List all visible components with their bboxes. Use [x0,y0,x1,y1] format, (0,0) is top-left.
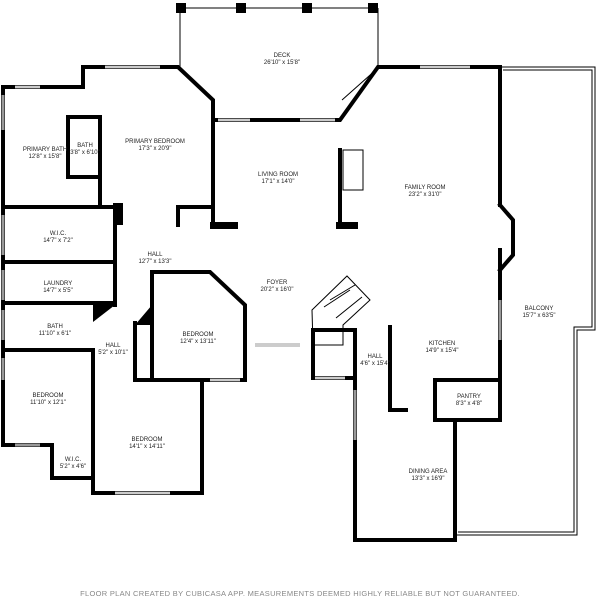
room-name-primary-bedroom: PRIMARY BEDROOM [125,139,185,145]
room-dims-balcony: 15'7" x 63'5" [523,313,556,319]
room-dims-pantry: 8'3" x 4'8" [456,401,482,407]
room-name-balcony: BALCONY [525,306,554,312]
room-name-pantry: PANTRY [457,394,481,400]
room-dims-hall-2: 5'2" x 10'1" [98,350,128,356]
room-name-primary-bath: PRIMARY BATH [23,147,67,153]
room-name-hall: HALL [147,252,163,258]
room-dims-deck: 26'10" x 15'8" [264,60,300,66]
room-name-living-room: LIVING ROOM [258,172,298,178]
room-name-bath-2: BATH [47,324,63,330]
room-dims-primary-bath: 12'8" x 15'8" [29,154,62,160]
room-dims-foyer: 20'2" x 16'0" [261,287,294,293]
room-name-bedroom-2: BEDROOM [32,393,63,399]
staircase [311,275,371,346]
room-dims-living-room: 17'1" x 14'0" [262,179,295,185]
room-dims-wic: 14'7" x 7'2" [43,238,73,244]
room-dims-primary-bedroom: 17'3" x 20'9" [139,146,172,152]
room-name-hall-2: HALL [105,343,121,349]
deck-outline [176,3,379,101]
room-name-dining-area: DINING AREA [409,469,448,475]
balcony-outline [455,66,596,536]
disclaimer-footer: FLOOR PLAN CREATED BY CUBICASA APP. MEAS… [80,589,520,598]
bay-window [497,202,515,273]
room-name-bath: BATH [77,143,93,149]
room-name-wic-2: W.I.C. [65,457,82,463]
room-name-foyer: FOYER [267,280,288,286]
room-dims-bedroom-2: 11'10" x 12'1" [30,400,66,406]
room-name-hall-3: HALL [367,354,383,360]
room-name-family-room: FAMILY ROOM [404,185,445,191]
room-dims-kitchen: 14'9" x 15'4" [426,348,459,354]
room-name-deck: DECK [274,53,291,59]
room-name-wic: W.I.C. [50,231,67,237]
fireplace [342,149,364,191]
room-dims-laundry: 14'7" x 5'5" [43,288,73,294]
room-dims-dining-area: 13'3" x 16'9" [412,476,445,482]
room-name-laundry: LAUNDRY [44,281,73,287]
room-name-bedroom: BEDROOM [182,332,213,338]
room-dims-family-room: 23'2" x 31'0" [409,192,442,198]
room-labels: DECK 26'10" x 15'8" PRIMARY BATH 12'8" x… [23,53,556,482]
room-dims-hall-3: 4'6" x 15'4" [360,361,390,367]
room-dims-hall: 12'7" x 13'3" [139,259,172,265]
windows [1,65,502,495]
room-name-kitchen: KITCHEN [429,341,455,347]
room-name-bedroom-3: BEDROOM [131,437,162,443]
room-dims-wic-2: 5'2" x 4'6" [60,464,86,470]
room-dims-bedroom: 12'4" x 13'11" [180,339,216,345]
room-dims-bath-2: 11'10" x 6'1" [39,331,71,337]
room-dims-bath: 3'8" x 6'10" [70,150,100,156]
room-dims-bedroom-3: 14'1" x 14'11" [129,444,165,450]
